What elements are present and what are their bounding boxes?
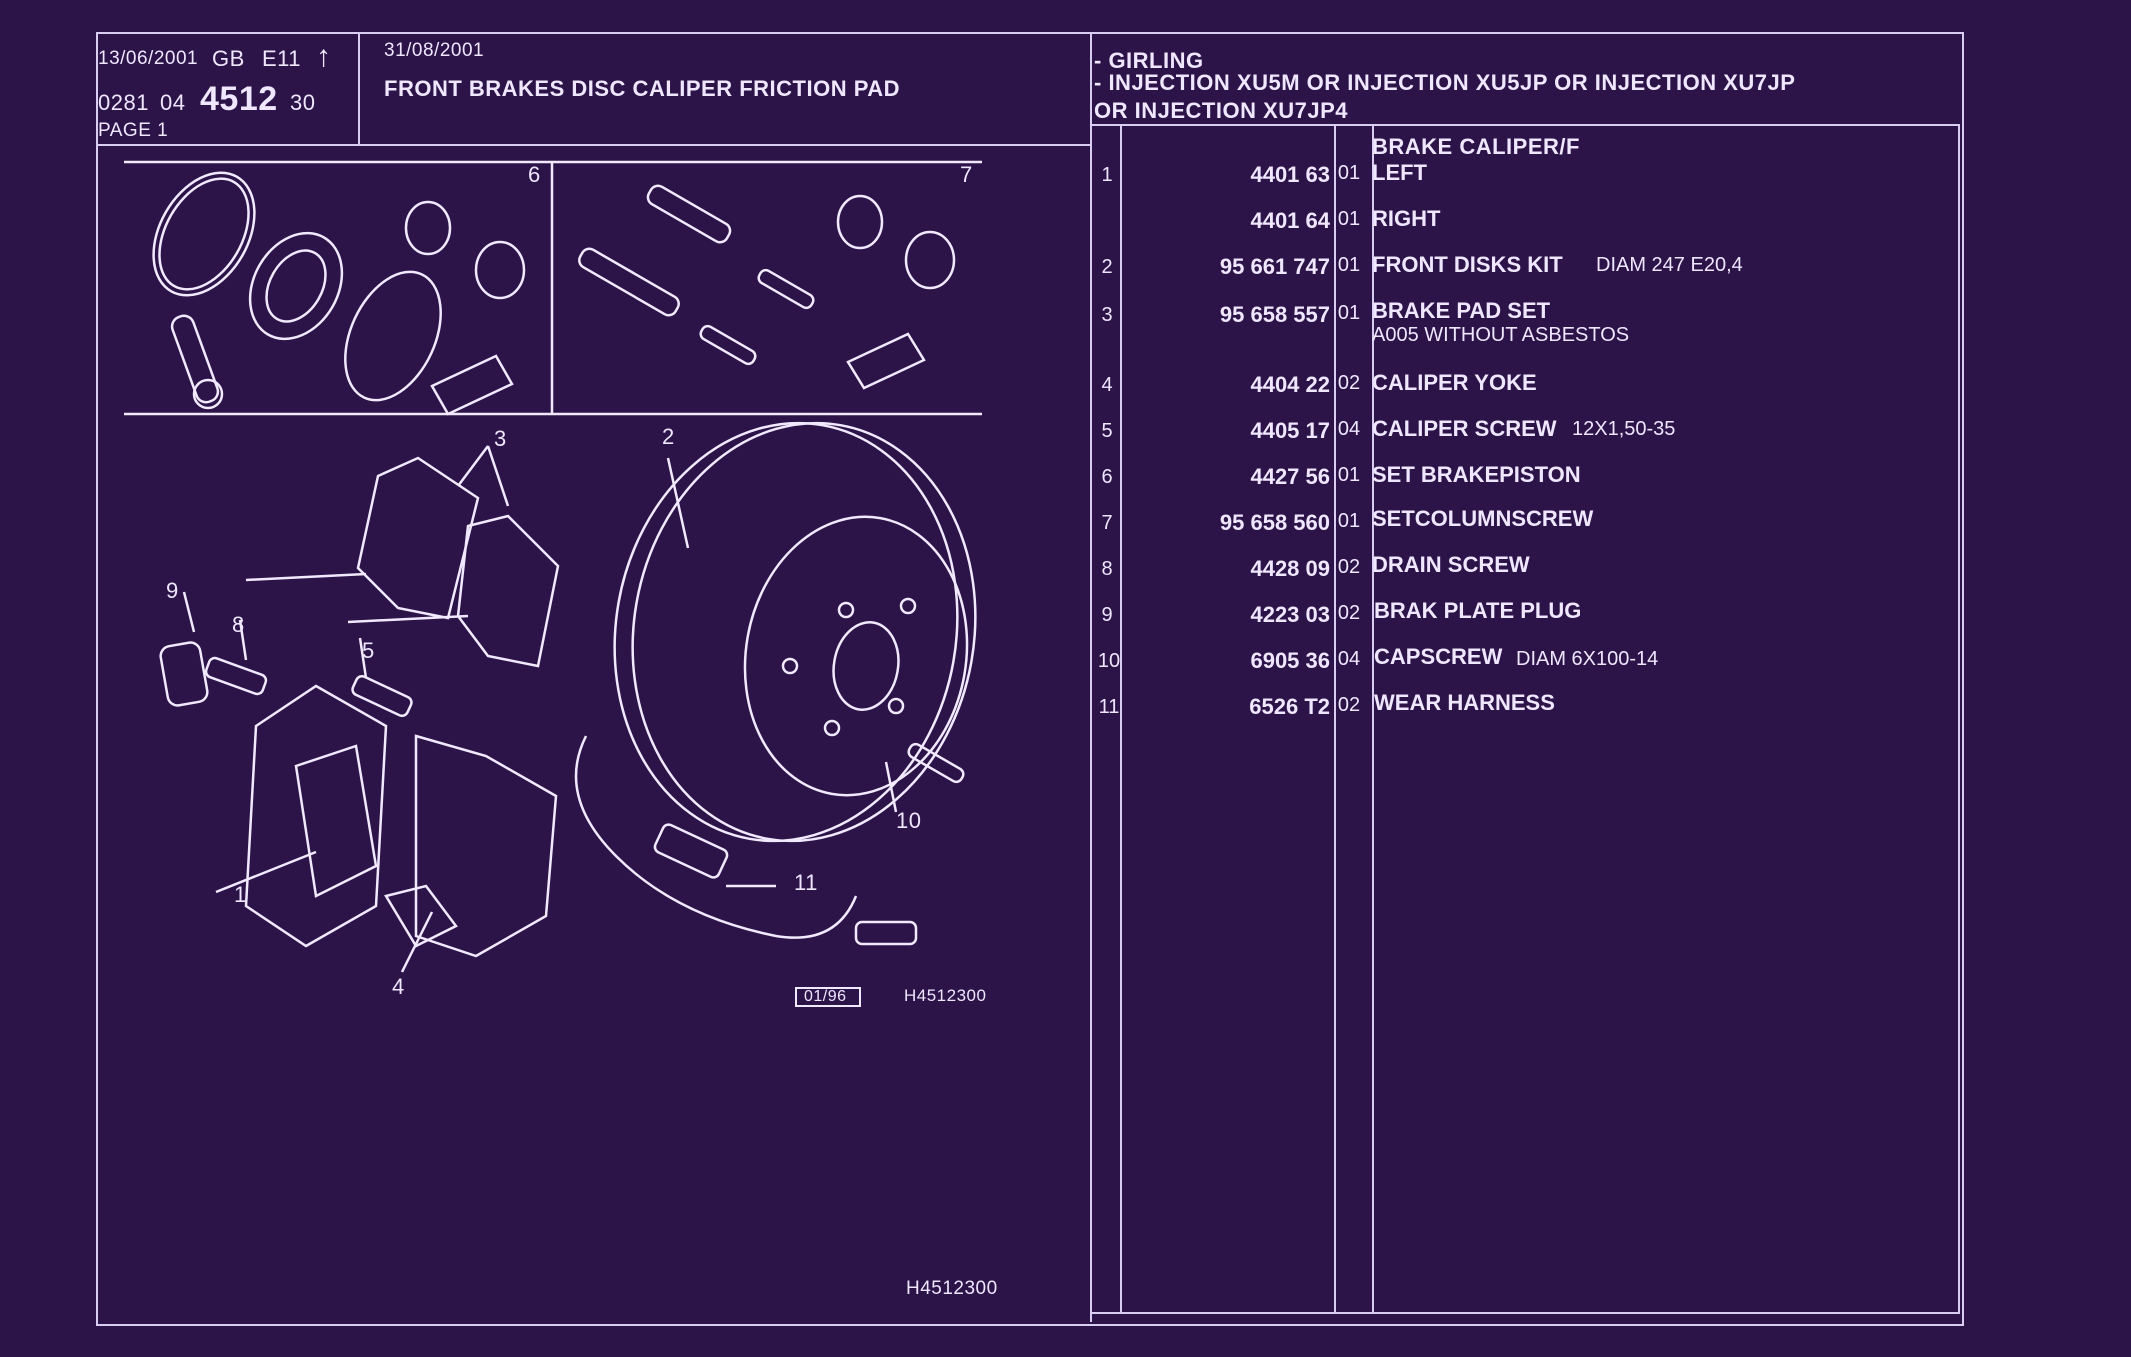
exploded-brake-diagram — [96, 146, 1090, 1322]
col-divider-qty — [1372, 124, 1374, 1314]
kit-panel-number-6: 6 — [528, 162, 541, 187]
col-divider-idx — [1120, 124, 1122, 1314]
date-stamp: 01/96 — [804, 988, 847, 1005]
main-divider — [1090, 32, 1092, 1322]
page-title: FRONT BRAKES DISC CALIPER FRICTION PAD — [384, 76, 901, 101]
header-page: PAGE 1 — [98, 120, 169, 141]
cond-girling: - GIRLING — [1094, 48, 1204, 73]
header-code-a: 0281 — [98, 90, 149, 115]
cond-injection-1: - INJECTION XU5M OR INJECTION XU5JP OR I… — [1094, 70, 1796, 95]
parts-group-label: BRAKE CALIPER/F — [1372, 134, 1580, 159]
callout-4: 4 — [392, 974, 405, 999]
kit-panel-number-7: 7 — [960, 162, 973, 187]
callout-2: 2 — [662, 424, 675, 449]
date-stamp-box — [796, 988, 860, 1006]
header-group: 4512 — [200, 80, 278, 118]
header-sub: 30 — [290, 90, 316, 115]
callout-11: 11 — [794, 870, 818, 895]
cond-injection-2: OR INJECTION XU7JP4 — [1094, 98, 1349, 123]
up-arrow-icon: ↑ — [316, 40, 332, 73]
callout-1: 1 — [234, 882, 247, 907]
header-date: 13/06/2001 — [98, 48, 199, 69]
col-divider-right — [1958, 124, 1960, 1314]
diagram-ref: H4512300 — [904, 986, 987, 1005]
callout-3: 3 — [494, 426, 507, 451]
header-col-divider — [358, 32, 360, 144]
header-edition: E11 — [262, 46, 302, 71]
header-divider-right — [1090, 124, 1958, 126]
callout-9: 9 — [166, 578, 179, 603]
catalog-frame — [96, 32, 1964, 1326]
header-code-b: 04 — [160, 90, 186, 115]
header-lang: GB — [212, 46, 245, 71]
header-date2: 31/08/2001 — [384, 40, 485, 61]
header-divider-left — [96, 144, 1090, 146]
callout-8: 8 — [232, 612, 245, 637]
col-divider-ref — [1334, 124, 1336, 1314]
table-bottom — [1090, 1312, 1960, 1314]
callout-10: 10 — [896, 808, 922, 833]
diagram-ref-bottom: H4512300 — [906, 1278, 998, 1299]
callout-5: 5 — [362, 638, 375, 663]
